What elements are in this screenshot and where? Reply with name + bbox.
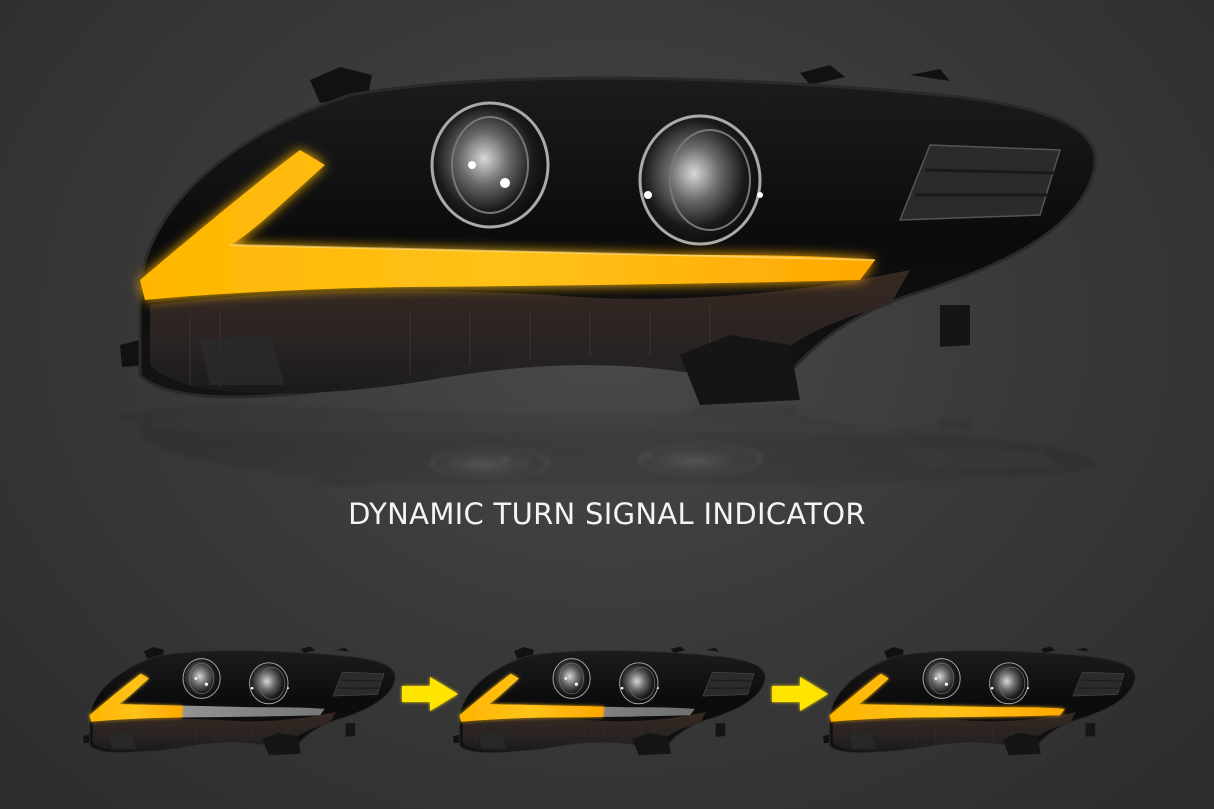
sequence-frame-2 <box>450 640 770 765</box>
arrow-right-icon <box>400 676 460 712</box>
headlight-illustration <box>118 63 1097 407</box>
sequence-frame-3 <box>820 640 1140 765</box>
sequence-frame-1 <box>80 640 400 765</box>
turn-signal-strip <box>140 150 875 300</box>
headlight-hero-image <box>110 55 1110 425</box>
feature-caption: DYNAMIC TURN SIGNAL INDICATOR <box>348 497 866 531</box>
headlight-reflection <box>110 400 1110 490</box>
arrow-right-icon <box>770 676 830 712</box>
